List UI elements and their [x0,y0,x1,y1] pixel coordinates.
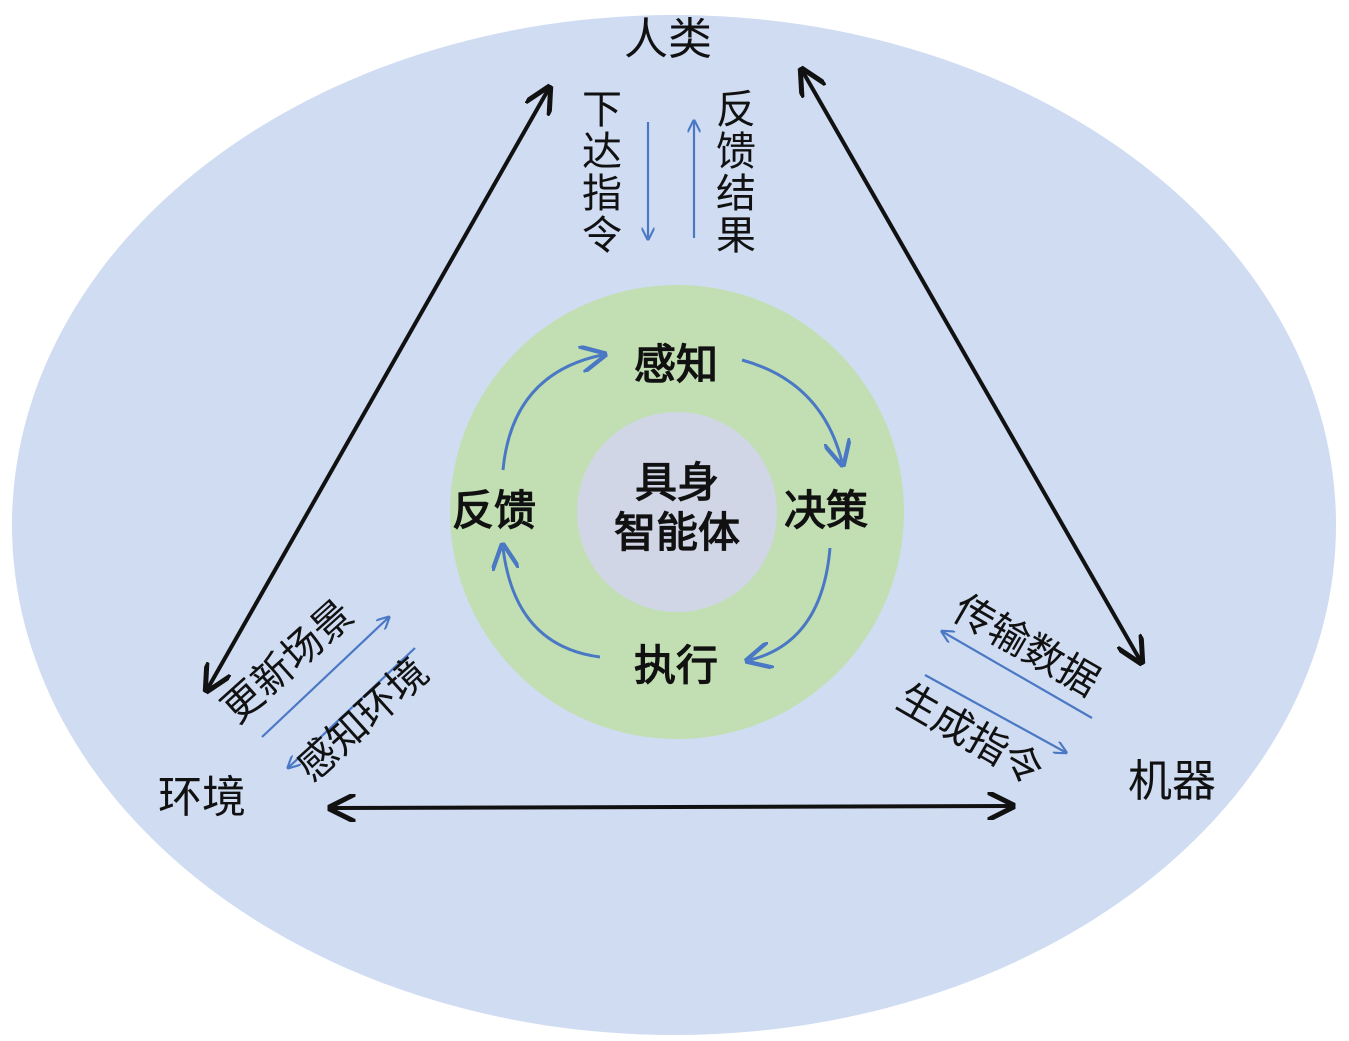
label-issue-command: 下达指令 [575,88,621,256]
cycle-arc-execute-feedback [503,548,601,659]
cycle-perceive: 感知 [634,340,719,389]
node-environment: 环境 [158,772,246,823]
cycle-arc-decide-execute [750,547,832,660]
link-human-machine [803,72,1140,660]
cycle-execute: 执行 [634,641,719,690]
arrow-transmit-data [943,632,1093,719]
cycle-arc-feedback-perceive [501,355,602,471]
arrow-sense-env [289,647,416,767]
label-feedback-result: 反馈结果 [709,88,755,256]
core-label: 具身 智能体 [597,458,757,559]
arrow-generate-cmd [924,674,1065,752]
link-human-environment [208,90,548,688]
node-machine: 机器 [1128,756,1216,807]
link-environment-machine [333,806,1010,808]
core-line-2: 智能体 [613,508,740,558]
node-human: 人类 [624,14,712,65]
cycle-arc-perceive-decide [741,358,842,462]
arrow-update-scene [261,618,388,738]
core-circle [577,412,777,612]
core-line-1: 具身 [634,458,719,507]
cycle-decide: 决策 [784,486,869,535]
cycle-feedback: 反馈 [452,486,537,535]
